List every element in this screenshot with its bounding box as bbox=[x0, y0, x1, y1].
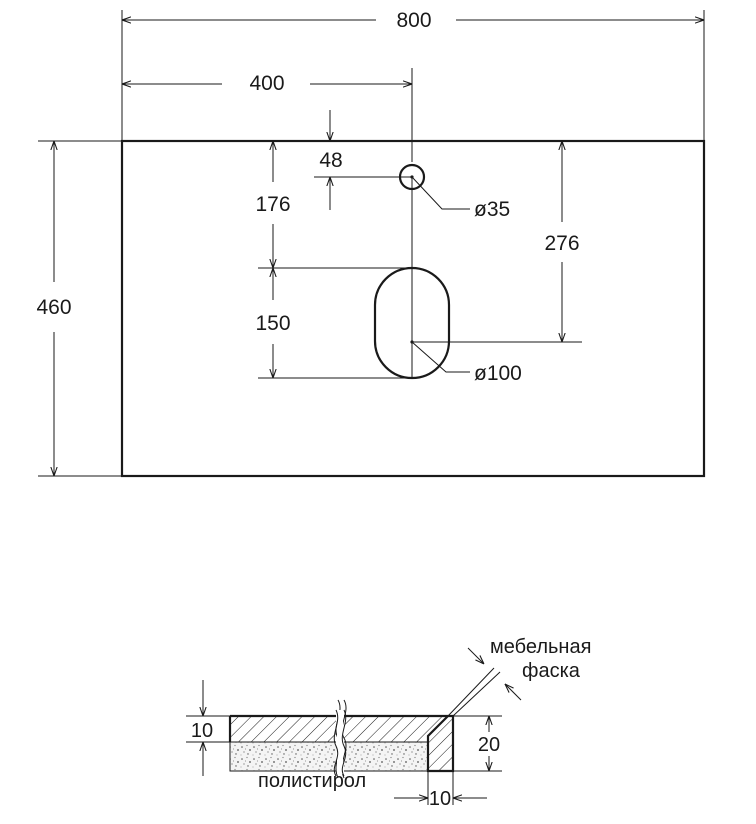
tap-offset-label: 48 bbox=[319, 149, 342, 172]
polystyrene-core bbox=[230, 742, 336, 771]
sink-drain-label: ø100 bbox=[474, 362, 522, 385]
chamfer-label-line2: фаска bbox=[522, 660, 581, 682]
top-view: 800 400 460 48 ø35 ø100 bbox=[36, 9, 706, 478]
width-label: 800 bbox=[396, 9, 431, 32]
sink-length-label: 150 bbox=[255, 312, 290, 335]
width-dimension: 800 bbox=[122, 9, 704, 32]
countertop-outline bbox=[120, 139, 706, 478]
center-dimension: 400 bbox=[122, 72, 412, 95]
edge-height-label: 20 bbox=[478, 734, 500, 756]
edge-depth-label: 10 bbox=[429, 788, 451, 810]
top-thickness-dimension: 10 bbox=[186, 680, 230, 776]
depth-dimension: 460 bbox=[36, 141, 72, 476]
sink-center-label: 276 bbox=[544, 232, 579, 255]
tap-hole-label: ø35 bbox=[474, 198, 510, 221]
sink-offset-label: 176 bbox=[255, 193, 290, 216]
depth-label: 460 bbox=[36, 296, 71, 319]
sink-offset-dimension: 176 bbox=[255, 141, 291, 268]
core-material-label: полистирол bbox=[258, 770, 366, 792]
top-thickness-label: 10 bbox=[191, 720, 213, 742]
tap-offset-dimension: 48 bbox=[314, 110, 412, 210]
center-label: 400 bbox=[249, 72, 284, 95]
sink-length-dimension: 150 bbox=[255, 268, 291, 378]
edge-height-dimension: 20 bbox=[453, 715, 502, 772]
section-view: 10 20 10 мебельная фаска полистиро bbox=[186, 636, 591, 810]
chamfer-label-line1: мебельная bbox=[490, 636, 591, 658]
sink-center-dimension: 276 bbox=[544, 141, 580, 342]
chamfer-callout: мебельная фаска bbox=[447, 636, 591, 717]
edge-depth-dimension: 10 bbox=[394, 771, 487, 810]
